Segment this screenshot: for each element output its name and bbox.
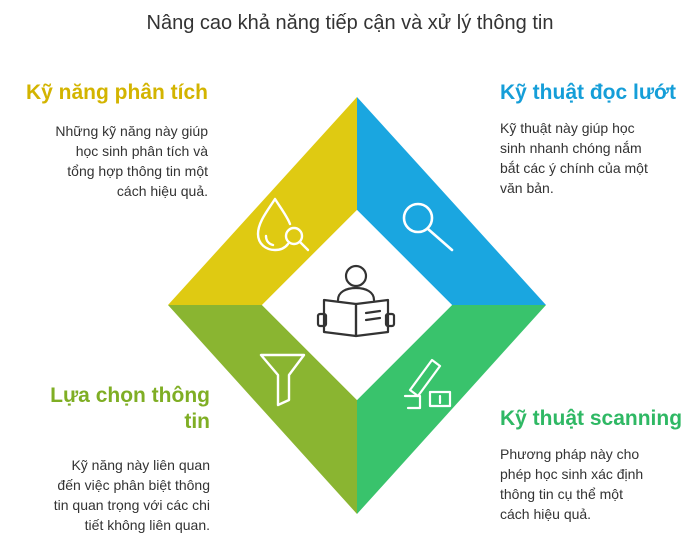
heading-line: tin bbox=[184, 410, 210, 433]
quadrant-bottom-right-text: Kỹ thuật scanning Phương pháp này cho ph… bbox=[500, 406, 685, 524]
person-reading-icon bbox=[316, 264, 396, 338]
text-line: Kỹ thuật này giúp học bbox=[500, 120, 635, 136]
text-line: Những kỹ năng này giúp bbox=[55, 123, 208, 139]
quadrant-bottom-left bbox=[168, 305, 357, 514]
heading-ky-thuat-doc-luot: Kỹ thuật đọc lướt bbox=[500, 81, 676, 104]
text-line: học sinh phân tích và bbox=[75, 143, 208, 159]
quadrant-top-left bbox=[168, 97, 357, 305]
heading-line: Lựa chọn thông bbox=[50, 384, 210, 407]
text-line: cách hiệu quả. bbox=[500, 506, 592, 522]
quadrant-top-left-text: Kỹ năng phân tích Những kỹ năng này giúp… bbox=[20, 80, 208, 201]
description-ky-nang-phan-tich: Những kỹ năng này giúp học sinh phân tíc… bbox=[20, 121, 208, 201]
quadrant-top-right bbox=[357, 97, 546, 305]
quadrant-top-right-text: Kỹ thuật đọc lướt Kỹ thuật này giúp học … bbox=[500, 80, 685, 198]
text-line: Kỹ năng này liên quan bbox=[71, 457, 210, 473]
heading-ky-nang-phan-tich: Kỹ năng phân tích bbox=[25, 81, 208, 104]
text-line: văn bản. bbox=[500, 180, 554, 196]
text-line: cách hiệu quả. bbox=[116, 183, 208, 199]
text-line: sinh nhanh chóng nắm bbox=[500, 140, 642, 156]
description-ky-thuat-scanning: Phương pháp này cho phép học sinh xác đị… bbox=[500, 444, 685, 524]
text-line: đến việc phân biệt thông bbox=[57, 477, 210, 493]
text-line: bắt các ý chính của một bbox=[500, 160, 648, 176]
text-line: Phương pháp này cho bbox=[500, 446, 640, 462]
text-line: tin quan trọng với các chi bbox=[53, 497, 210, 513]
quadrant-bottom-left-text: Lựa chọn thông tin Kỹ năng này liên quan… bbox=[20, 383, 210, 535]
heading-ky-thuat-scanning: Kỹ thuật scanning bbox=[500, 407, 683, 430]
heading-lua-chon-thong-tin: Lựa chọn thông tin bbox=[20, 383, 210, 435]
description-lua-chon-thong-tin: Kỹ năng này liên quan đến việc phân biệt… bbox=[20, 455, 210, 535]
text-line: tiết không liên quan. bbox=[84, 517, 210, 533]
text-line: phép học sinh xác định bbox=[500, 466, 644, 482]
text-line: thông tin cụ thể một bbox=[500, 486, 623, 502]
funnel-icon bbox=[259, 353, 306, 407]
text-line: tổng hợp thông tin một bbox=[67, 163, 208, 179]
description-ky-thuat-doc-luot: Kỹ thuật này giúp học sinh nhanh chóng n… bbox=[500, 118, 685, 198]
page-title: Nâng cao khả năng tiếp cận và xử lý thôn… bbox=[146, 12, 554, 34]
scanner-icon bbox=[403, 358, 452, 410]
water-drop-magnifier-icon bbox=[256, 197, 310, 252]
magnifier-icon bbox=[402, 202, 454, 252]
quadrant-bottom-right bbox=[357, 305, 546, 514]
